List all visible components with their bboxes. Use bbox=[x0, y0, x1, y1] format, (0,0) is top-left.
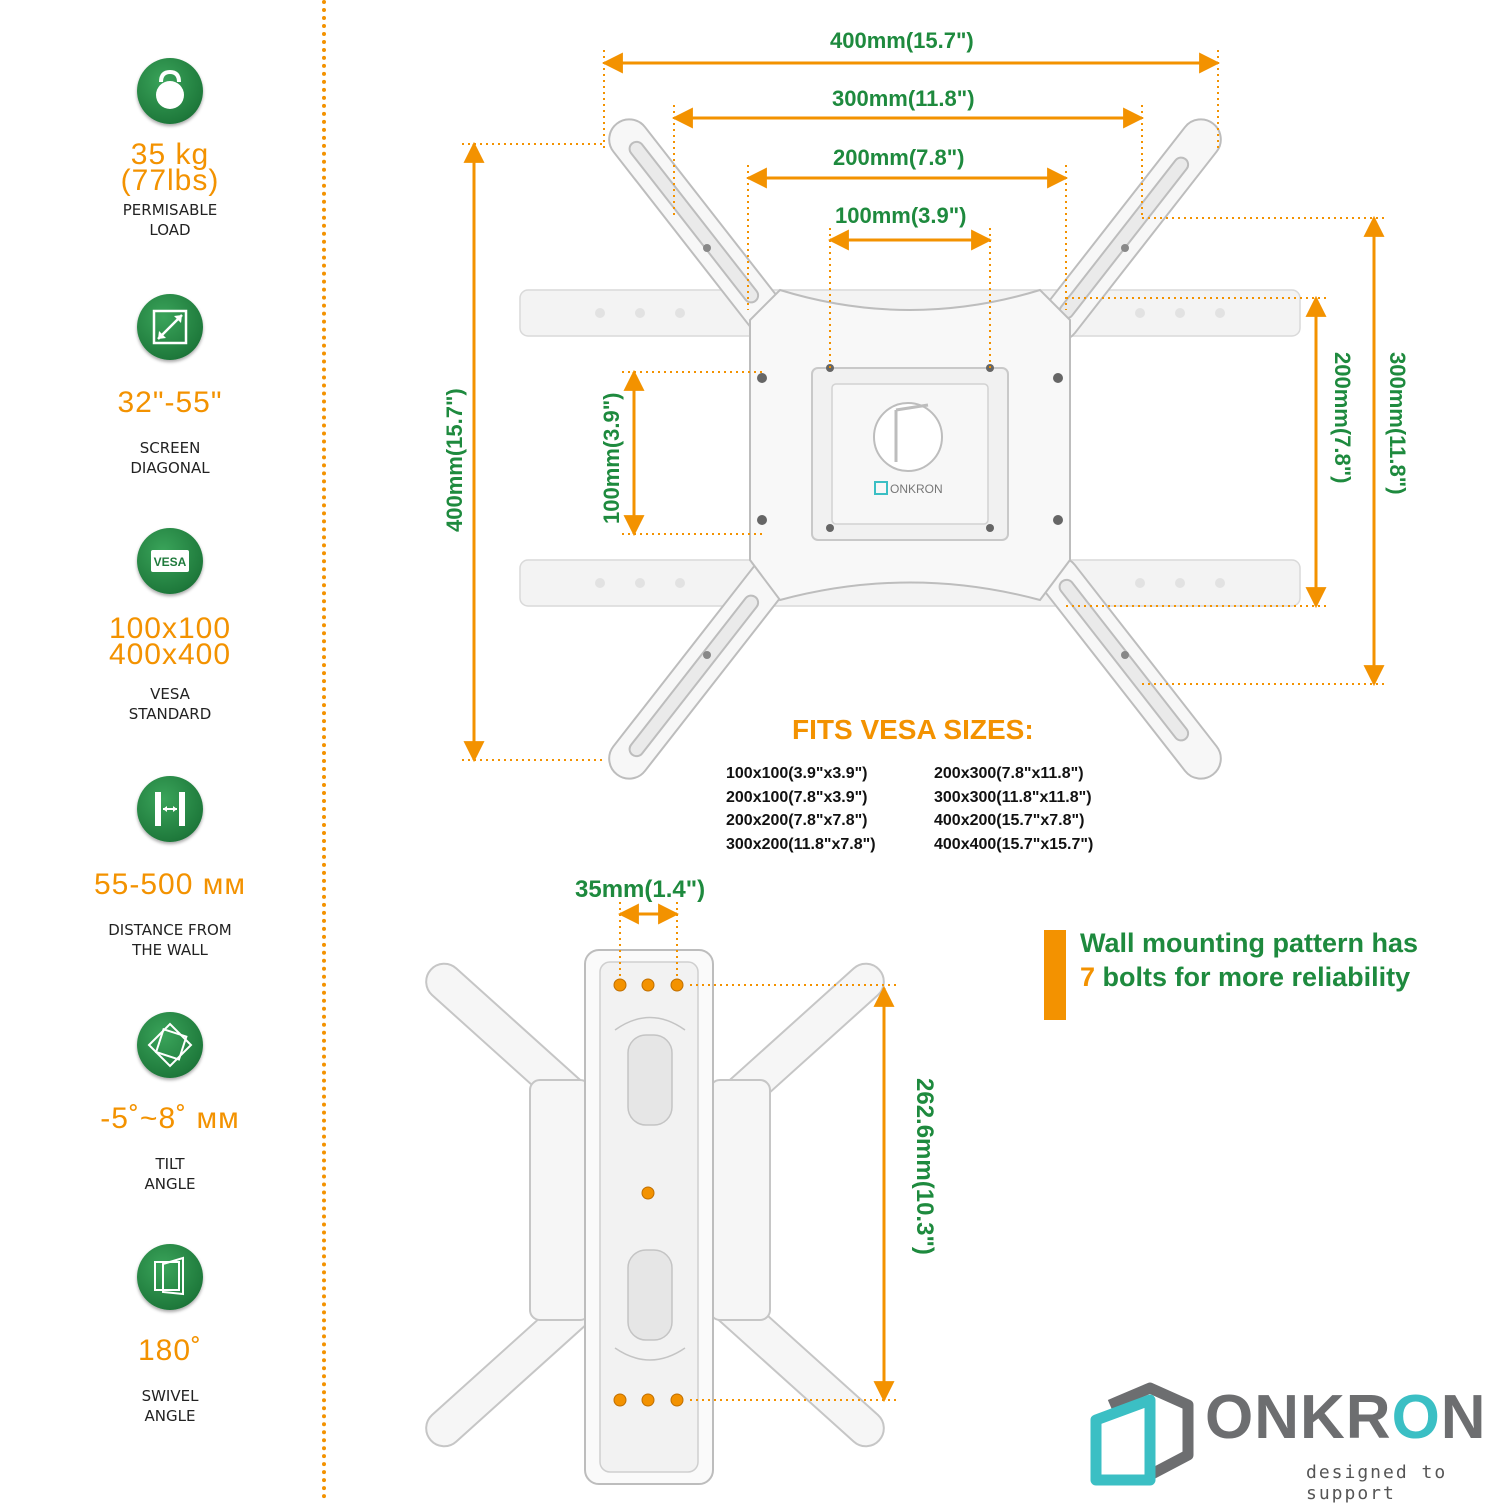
spec-vesa-label-2: STANDARD bbox=[128, 705, 212, 723]
wall-note-after: bolts for more reliability bbox=[1095, 962, 1411, 992]
dim-v100: 100mm(3.9") bbox=[599, 392, 624, 525]
dim-v300: 300mm(11.8") bbox=[1385, 352, 1410, 495]
vesa-size-item: 200x200(7.8"x7.8") bbox=[726, 812, 868, 829]
wall-distance-icon bbox=[137, 776, 203, 842]
vesa-size-item: 400x400(15.7"x15.7") bbox=[934, 835, 1094, 853]
vesa-icon-text: VESA bbox=[154, 555, 187, 569]
wall-note-before: Wall mounting pattern has bbox=[1080, 928, 1419, 958]
wall-bolts bbox=[613, 978, 684, 1407]
spec-load-label: PERMISABLE bbox=[122, 201, 218, 219]
dim-v400: 400mm(15.7") bbox=[442, 388, 467, 532]
wall-note-highlight: 7 bbox=[1080, 962, 1096, 992]
vesa-size-item: 300x300(11.8"x11.8") bbox=[934, 788, 1092, 806]
logo-text-n: N bbox=[1440, 1383, 1487, 1452]
spec-tilt: -5˚~8˚ мм TILT ANGLE bbox=[70, 1012, 270, 1194]
vesa-icon: VESA bbox=[137, 528, 203, 594]
dim-h300: 300mm(11.8") bbox=[832, 86, 975, 111]
vesa-arms bbox=[608, 118, 1222, 780]
dim-wall-height: 262.6mm(10.3") bbox=[911, 1078, 938, 1255]
spec-tilt-value: -5˚~8˚ мм bbox=[100, 1102, 240, 1135]
dotted-divider bbox=[322, 0, 326, 1500]
dim-bolt-spacing: 35mm(1.4") bbox=[575, 876, 706, 903]
spec-wall-distance-label: DISTANCE FROM bbox=[108, 921, 232, 939]
spec-diagonal-label: SCREEN bbox=[139, 439, 201, 457]
vesa-size-item: 300x200(11.8"x7.8") bbox=[726, 835, 876, 853]
spec-load-value-lbs: (77lbs) bbox=[120, 164, 220, 197]
dim-h100: 100mm(3.9") bbox=[835, 203, 967, 228]
dim-h200: 200mm(7.8") bbox=[833, 145, 965, 170]
diagonal-arrow-icon bbox=[137, 294, 203, 360]
spec-wall-distance: 55-500 мм DISTANCE FROM THE WALL bbox=[70, 776, 270, 960]
dim-h400: 400mm(15.7") bbox=[830, 28, 974, 53]
onkron-logo-mark bbox=[1090, 1382, 1194, 1486]
spec-diagonal-value: 32"-55" bbox=[117, 386, 223, 419]
spec-swivel-value: 180˚ bbox=[137, 1334, 203, 1367]
spec-wall-distance-label-2: THE WALL bbox=[132, 941, 208, 959]
vesa-sizes-col1: 100x100(3.9"x3.9") 200x100(7.8"x3.9") 20… bbox=[726, 762, 876, 856]
spec-wall-distance-value: 55-500 мм bbox=[94, 868, 246, 901]
spec-swivel-label: SWIVEL bbox=[141, 1387, 199, 1405]
spec-tilt-label: TILT bbox=[155, 1155, 185, 1173]
spec-vesa-label: VESA bbox=[150, 685, 190, 703]
spec-load-value: 35 kg bbox=[130, 138, 210, 171]
vesa-sizes-title: FITS VESA SIZES: bbox=[792, 714, 1034, 745]
spec-diagonal-label-2: DIAGONAL bbox=[130, 459, 210, 477]
vesa-sizes-col2: 200x300(7.8"x11.8") 300x300(11.8"x11.8")… bbox=[934, 762, 1093, 856]
vesa-size-item: 200x100(7.8"x3.9") bbox=[726, 788, 868, 806]
vesa-size-item: 100x100(3.9"x3.9") bbox=[726, 765, 868, 782]
spec-vesa-value: 100x100 bbox=[108, 612, 232, 645]
spec-tilt-label-2: ANGLE bbox=[144, 1175, 196, 1193]
wall-note-accent-bar bbox=[1044, 930, 1066, 1020]
vesa-size-item: 400x200(15.7"x7.8") bbox=[934, 812, 1085, 829]
logo-tagline: designed to support bbox=[1306, 1462, 1448, 1504]
tilt-icon bbox=[137, 1012, 203, 1078]
logo-text-o: O bbox=[1391, 1383, 1441, 1452]
spec-vesa-value-2: 400x400 bbox=[108, 638, 232, 671]
swivel-icon bbox=[137, 1244, 203, 1310]
kettlebell-icon bbox=[137, 58, 203, 124]
spec-vesa: VESA 100x100 400x400 VESA STANDARD bbox=[70, 528, 270, 724]
wall-note: Wall mounting pattern has 7 bolts for mo… bbox=[1080, 926, 1440, 994]
logo-text-a: ONKR bbox=[1205, 1383, 1392, 1452]
dim-v200: 200mm(7.8") bbox=[1330, 352, 1355, 484]
spec-load: 35 kg (77lbs) PERMISABLE LOAD bbox=[70, 58, 270, 240]
spec-swivel-label-2: ANGLE bbox=[144, 1407, 196, 1425]
onkron-logo-text: ONKRON bbox=[1205, 1382, 1487, 1453]
device-brand-label: ONKRON bbox=[890, 482, 943, 496]
vesa-size-item: 200x300(7.8"x11.8") bbox=[934, 765, 1084, 782]
spec-load-label-2: LOAD bbox=[149, 221, 191, 239]
spec-diagonal: 32"-55" SCREEN DIAGONAL bbox=[70, 294, 270, 478]
spec-swivel: 180˚ SWIVEL ANGLE bbox=[70, 1244, 270, 1426]
